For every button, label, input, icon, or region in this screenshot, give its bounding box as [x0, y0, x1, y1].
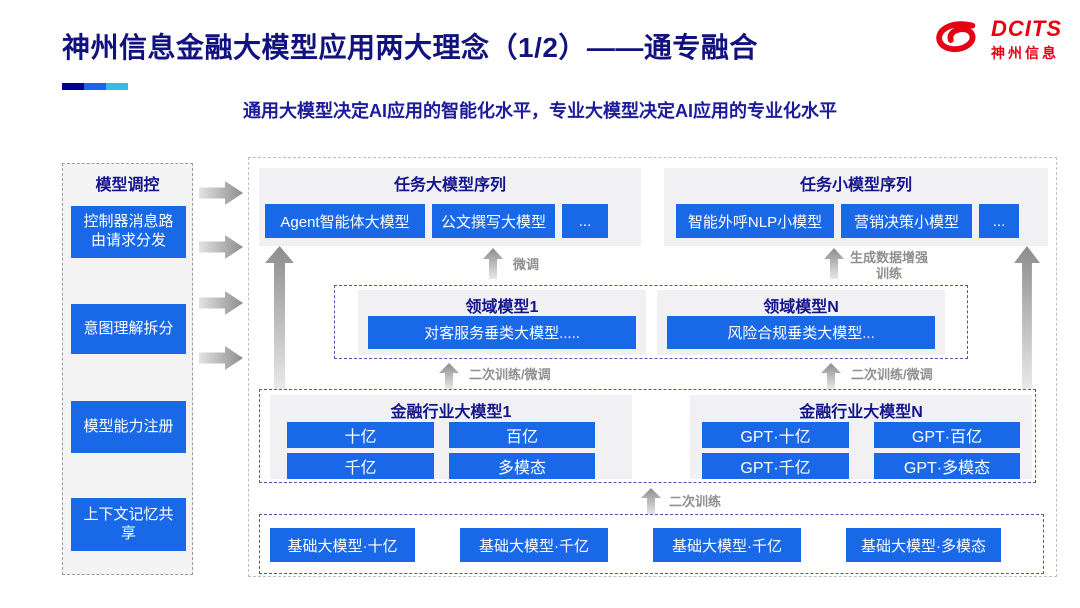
title-accent-bar	[62, 83, 128, 90]
base-model-container: 基础大模型·十亿 基础大模型·千亿 基础大模型·千亿 基础大模型·多模态	[259, 514, 1044, 574]
up-arrow-icon	[824, 248, 844, 279]
dcits-logo: DCITS 神州信息	[931, 16, 1062, 63]
industry-model-container: 金融行业大模型1 十亿 百亿 千亿 多模态 金融行业大模型N GPT·十亿 GP…	[259, 389, 1036, 483]
sidebar-item-registry: 模型能力注册	[71, 401, 186, 453]
domain-model-group-1: 领域模型1 对客服务垂类大模型.....	[358, 290, 646, 355]
label-finetune: 微调	[513, 257, 540, 272]
domain-title-1: 领域模型1	[465, 299, 539, 316]
model-box: GPT·十亿	[702, 422, 849, 448]
label-retrain-finetune: 二次训练/微调	[469, 367, 551, 382]
task-large-title: 任务大模型序列	[393, 177, 506, 194]
task-small-model-group: 任务小模型序列 智能外呼NLP小模型 营销决策小模型 ...	[664, 168, 1048, 246]
model-box: 对客服务垂类大模型.....	[368, 316, 636, 349]
task-small-title: 任务小模型序列	[799, 177, 912, 194]
sidebar-item-context: 上下文记忆共享	[71, 498, 186, 551]
model-box-more: ...	[562, 204, 608, 238]
right-arrow-icon	[199, 291, 243, 315]
label-retrain: 二次训练	[669, 494, 722, 509]
industry-model-group-1: 金融行业大模型1 十亿 百亿 千亿 多模态	[270, 395, 632, 479]
model-box: 基础大模型·十亿	[270, 528, 415, 562]
model-box: 基础大模型·千亿	[460, 528, 608, 562]
up-arrow-icon	[821, 363, 841, 389]
model-box: 公文撰写大模型	[432, 204, 555, 238]
sidebar-item-intent: 意图理解拆分	[71, 304, 186, 354]
model-box: 风险合规垂类大模型...	[667, 316, 935, 349]
logo-brand-cn: 神州信息	[991, 45, 1059, 61]
up-arrow-icon	[483, 248, 503, 279]
task-large-model-group: 任务大模型序列 Agent智能体大模型 公文撰写大模型 ...	[259, 168, 641, 246]
page-title: 神州信息金融大模型应用两大理念（1/2）——通专融合	[62, 32, 758, 63]
model-box: GPT·千亿	[702, 453, 849, 479]
model-control-title: 模型调控	[95, 177, 160, 194]
model-box: GPT·多模态	[874, 453, 1020, 479]
model-control-panel: 模型调控 控制器消息路由请求分发 意图理解拆分 模型能力注册 上下文记忆共享	[62, 163, 193, 575]
model-box: 多模态	[449, 453, 595, 479]
industry-model-group-n: 金融行业大模型N GPT·十亿 GPT·百亿 GPT·千亿 GPT·多模态	[690, 395, 1032, 479]
logo-swoosh-icon	[936, 20, 976, 52]
up-arrow-icon	[641, 488, 661, 515]
domain-model-container: 领域模型1 对客服务垂类大模型..... 领域模型N 风险合规垂类大模型...	[334, 285, 968, 359]
model-box-more: ...	[979, 204, 1019, 238]
label-augment-training: 生成数据增强训练	[849, 250, 928, 282]
model-box: 智能外呼NLP小模型	[676, 204, 834, 238]
model-box: 百亿	[449, 422, 595, 448]
right-arrow-icon	[199, 346, 243, 370]
up-arrow-tall-icon	[265, 246, 294, 389]
subtitle: 通用大模型决定AI应用的智能化水平，专业大模型决定AI应用的专业化水平	[243, 101, 837, 121]
model-box: 基础大模型·千亿	[653, 528, 801, 562]
model-box: 千亿	[287, 453, 434, 479]
domain-title-n: 领域模型N	[763, 299, 839, 316]
up-arrow-tall-icon	[1014, 246, 1040, 389]
sidebar-item-router: 控制器消息路由请求分发	[71, 206, 186, 258]
domain-model-group-n: 领域模型N 风险合规垂类大模型...	[657, 290, 945, 355]
industry-title-1: 金融行业大模型1	[390, 404, 512, 421]
model-box: GPT·百亿	[874, 422, 1020, 448]
label-retrain-finetune: 二次训练/微调	[851, 367, 933, 382]
up-arrow-icon	[439, 363, 459, 389]
industry-title-n: 金融行业大模型N	[799, 404, 923, 421]
architecture-diagram: 任务大模型序列 Agent智能体大模型 公文撰写大模型 ... 任务小模型序列 …	[248, 157, 1057, 577]
right-arrow-icon	[199, 181, 243, 205]
right-arrow-icon	[199, 235, 243, 259]
model-box: 营销决策小模型	[841, 204, 972, 238]
model-box: 基础大模型·多模态	[846, 528, 1001, 562]
logo-brand: DCITS	[991, 16, 1062, 41]
model-box: Agent智能体大模型	[265, 204, 425, 238]
model-box: 十亿	[287, 422, 434, 448]
